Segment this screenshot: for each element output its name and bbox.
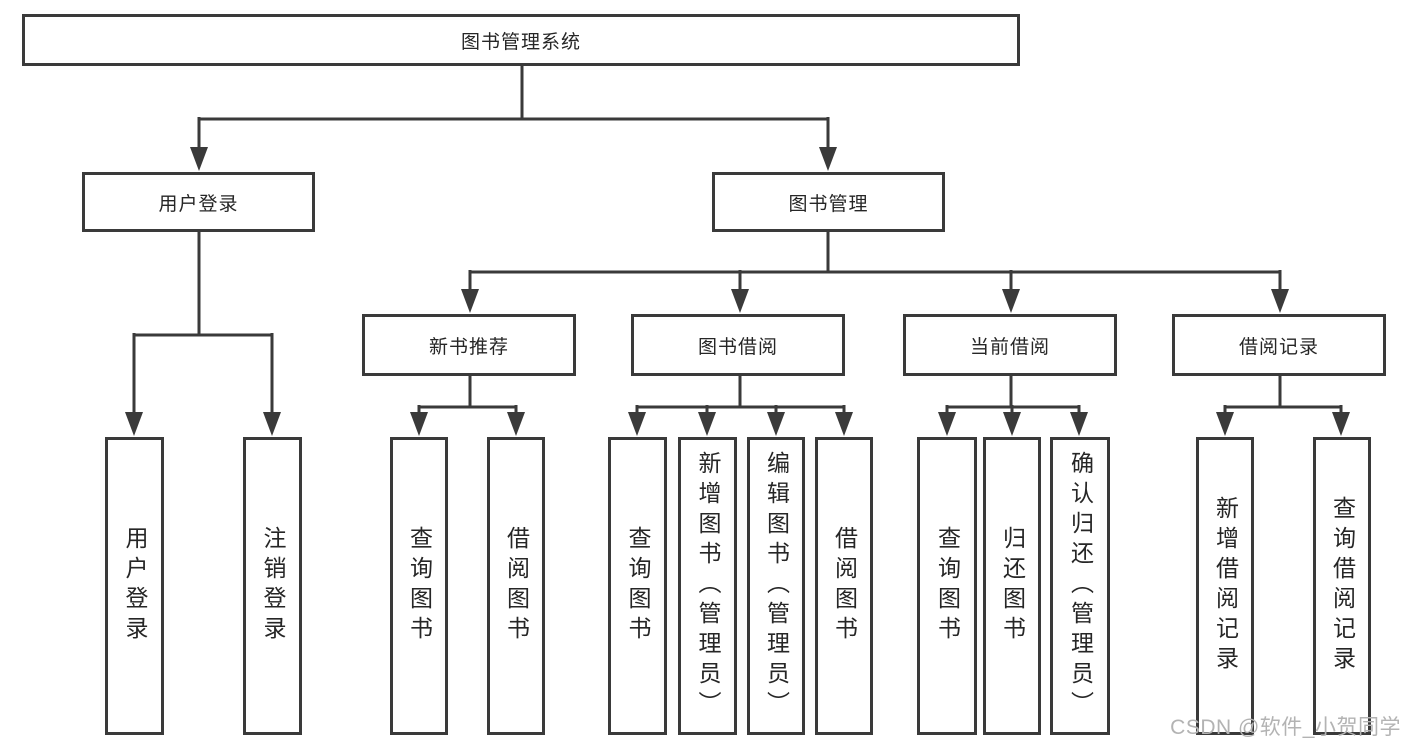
- leaf-user-login: 用户登录: [105, 437, 164, 735]
- leaf-borrow-books-recommend: 借阅图书: [487, 437, 545, 735]
- arrow-down-icon: [1271, 289, 1289, 313]
- node-label: 当前借阅: [969, 336, 1050, 358]
- arrow-down-icon: [1002, 289, 1020, 313]
- arrow-down-icon: [731, 289, 749, 313]
- leaf-query-books-borrow: 查询图书: [608, 437, 667, 735]
- node-book-borrow: 图书借阅: [631, 314, 845, 376]
- node-label: 确认归还（管理员）: [1067, 451, 1094, 721]
- arrow-down-icon: [698, 412, 716, 436]
- node-label: 图书管理系统: [460, 31, 581, 53]
- leaf-logout: 注销登录: [243, 437, 302, 735]
- leaf-confirm-return-admin: 确认归还（管理员）: [1050, 437, 1110, 735]
- arrow-down-icon: [190, 147, 208, 171]
- arrow-down-icon: [1332, 412, 1350, 436]
- leaf-borrow-books: 借阅图书: [815, 437, 873, 735]
- node-label: 归还图书: [999, 526, 1026, 646]
- node-label: 借阅图书: [503, 526, 530, 646]
- arrow-down-icon: [263, 412, 281, 436]
- node-label: 新增图书（管理员）: [695, 451, 721, 721]
- arrow-down-icon: [628, 412, 646, 436]
- csdn-watermark: CSDN @软件_小贺同学: [1170, 716, 1401, 739]
- node-label: 查询图书: [406, 526, 433, 646]
- arrow-down-icon: [1070, 412, 1088, 436]
- arrow-down-icon: [1216, 412, 1234, 436]
- arrow-down-icon: [125, 412, 143, 436]
- leaf-add-borrow-record: 新增借阅记录: [1196, 437, 1254, 735]
- node-current-borrow: 当前借阅: [903, 314, 1117, 376]
- node-label: 查询图书: [934, 526, 961, 646]
- leaf-query-books-recommend: 查询图书: [390, 437, 448, 735]
- arrow-down-icon: [767, 412, 785, 436]
- node-book-management-branch: 图书管理: [712, 172, 945, 232]
- arrow-down-icon: [507, 412, 525, 436]
- leaf-query-books-current: 查询图书: [917, 437, 977, 735]
- node-label: 注销登录: [260, 526, 286, 646]
- leaf-edit-books-admin: 编辑图书（管理员）: [747, 437, 805, 735]
- node-label: 用户登录: [122, 526, 148, 646]
- node-user-login-branch: 用户登录: [82, 172, 315, 232]
- arrow-down-icon: [819, 147, 837, 171]
- leaf-query-borrow-record: 查询借阅记录: [1313, 437, 1371, 735]
- node-label: 查询借阅记录: [1329, 496, 1356, 676]
- node-label: 图书借阅: [697, 336, 778, 358]
- arrow-down-icon: [938, 412, 956, 436]
- node-label: 用户登录: [158, 193, 239, 215]
- node-label: 编辑图书（管理员）: [763, 451, 790, 721]
- leaf-add-books-admin: 新增图书（管理员）: [678, 437, 737, 735]
- node-borrow-records: 借阅记录: [1172, 314, 1386, 376]
- node-label: 图书管理: [788, 193, 869, 215]
- arrow-down-icon: [461, 289, 479, 313]
- node-root-library-system: 图书管理系统: [22, 14, 1020, 66]
- node-label: 借阅图书: [831, 526, 858, 646]
- arrow-down-icon: [835, 412, 853, 436]
- node-label: 新书推荐: [428, 336, 509, 358]
- node-label: 新增借阅记录: [1212, 496, 1239, 676]
- node-new-book-recommend: 新书推荐: [362, 314, 576, 376]
- arrow-down-icon: [1003, 412, 1021, 436]
- leaf-return-books: 归还图书: [983, 437, 1041, 735]
- node-label: 查询图书: [625, 526, 651, 646]
- arrow-down-icon: [410, 412, 428, 436]
- node-label: 借阅记录: [1238, 336, 1319, 358]
